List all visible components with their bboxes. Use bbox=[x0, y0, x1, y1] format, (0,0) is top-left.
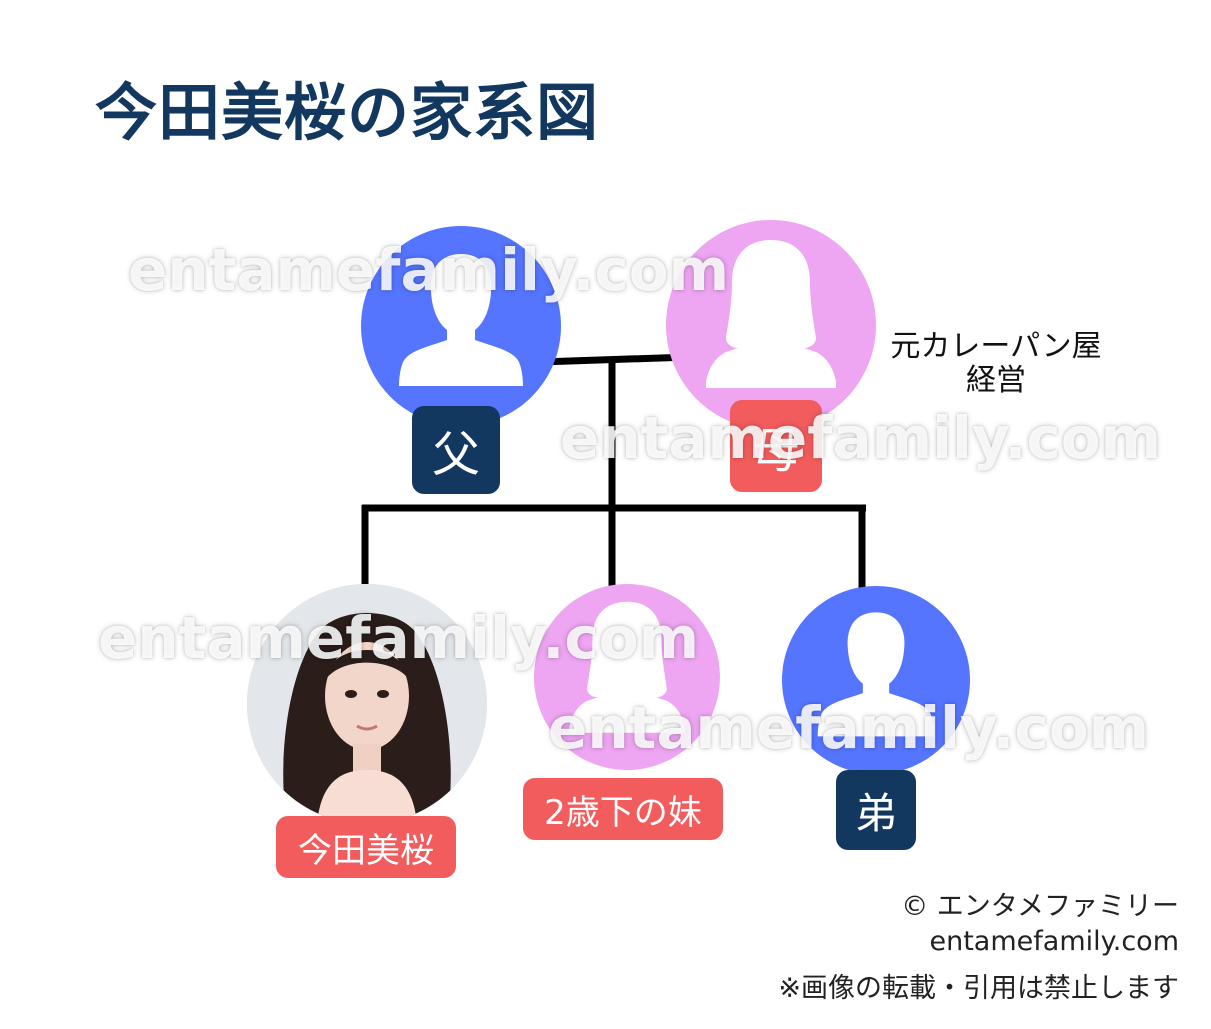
portrait-photo-icon bbox=[247, 584, 487, 824]
sister-avatar bbox=[534, 584, 720, 770]
mother-avatar bbox=[666, 220, 876, 430]
brother-badge: 弟 bbox=[836, 770, 916, 850]
brother-avatar bbox=[782, 586, 970, 774]
footer-site: entamefamily.com bbox=[929, 926, 1180, 957]
male-silhouette-icon bbox=[399, 254, 523, 386]
female-silhouette-icon bbox=[706, 240, 836, 388]
footer-notice: ※画像の転載・引用は禁止します bbox=[778, 973, 1179, 1004]
female-silhouette-icon bbox=[569, 601, 685, 733]
sister-label: 2歳下の妹 bbox=[544, 792, 702, 833]
mother-note-line2: 経営 bbox=[966, 363, 1026, 398]
watermark-2: entamefamily.com bbox=[560, 404, 1162, 472]
father-badge: 父 bbox=[412, 406, 500, 494]
self-label: 今田美桜 bbox=[298, 830, 434, 871]
male-silhouette-icon bbox=[817, 612, 935, 737]
footer-copyright: © エンタメファミリー bbox=[901, 891, 1179, 922]
mother-badge: 母 bbox=[730, 400, 822, 492]
mother-note: 元カレーパン屋 経営 bbox=[876, 330, 1116, 398]
self-photo bbox=[247, 584, 487, 824]
mother-note-line1: 元カレーパン屋 bbox=[890, 329, 1102, 364]
mother-label: 母 bbox=[751, 423, 800, 479]
parents-connector bbox=[539, 353, 691, 366]
watermark-1: entamefamily.com bbox=[128, 236, 730, 304]
sister-badge: 2歳下の妹 bbox=[523, 778, 723, 840]
father-label: 父 bbox=[431, 427, 480, 483]
self-badge: 今田美桜 bbox=[276, 816, 456, 878]
watermark-3: entamefamily.com bbox=[98, 604, 700, 672]
watermark-4: entamefamily.com bbox=[548, 694, 1150, 762]
brother-label: 弟 bbox=[854, 788, 897, 838]
page-title: 今田美桜の家系図 bbox=[95, 76, 600, 149]
father-avatar bbox=[361, 226, 561, 426]
